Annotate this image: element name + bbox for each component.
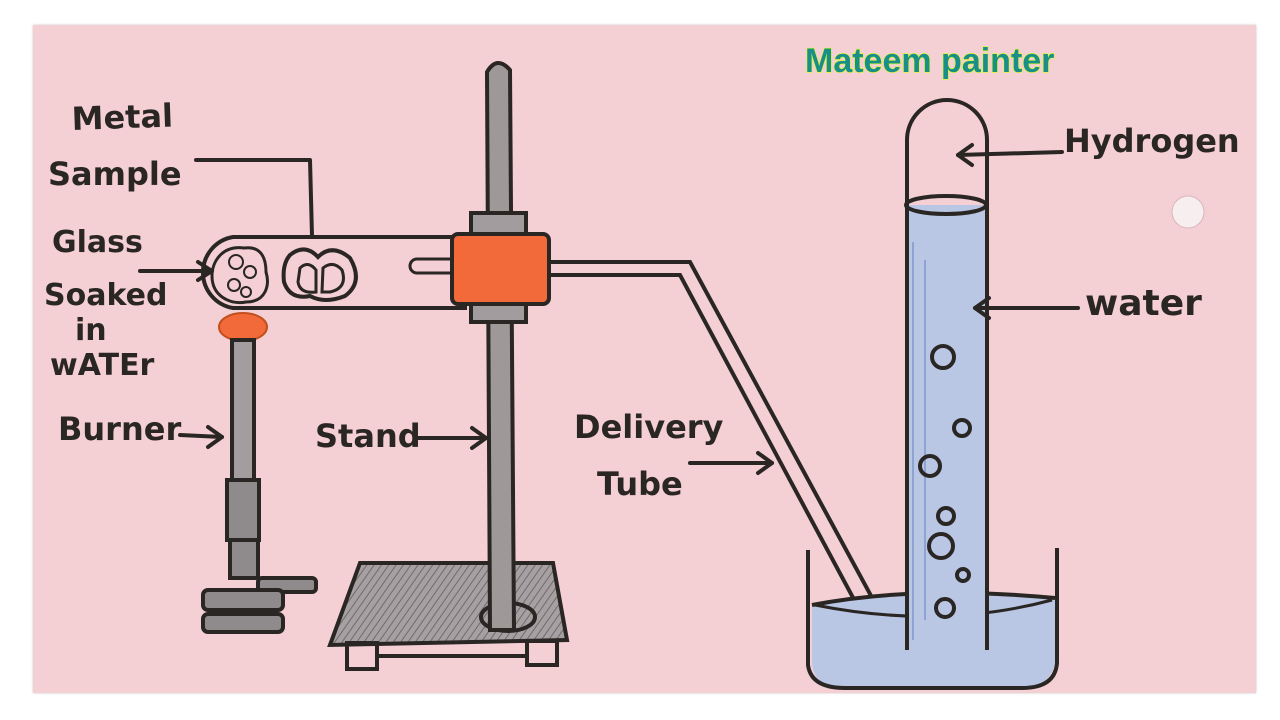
- watermark: Mateem painter: [805, 42, 1054, 80]
- punch-hole: [1171, 195, 1205, 229]
- label-metal: Metal: [71, 96, 174, 138]
- label-sample: Sample: [48, 155, 182, 193]
- cork: [450, 232, 551, 306]
- label-water-jar: water: [1085, 283, 1202, 324]
- label-tube: Tube: [597, 465, 683, 503]
- label-delivery: Delivery: [574, 408, 724, 446]
- bubbles: [918, 344, 972, 619]
- label-in: in: [75, 313, 107, 348]
- label-burner: Burner: [58, 410, 181, 448]
- label-water-glass: wATEr: [50, 348, 155, 383]
- stand-rod: [469, 61, 528, 632]
- stand-base: [327, 561, 570, 671]
- test-tube: [201, 235, 467, 310]
- pointer-arrows: [138, 143, 1080, 475]
- label-glass: Glass: [52, 225, 143, 260]
- label-hydrogen: Hydrogen: [1064, 122, 1240, 160]
- label-stand: Stand: [315, 417, 421, 455]
- label-soaked: Soaked: [44, 278, 167, 313]
- burner: [201, 312, 318, 634]
- gas-jar: [904, 98, 989, 650]
